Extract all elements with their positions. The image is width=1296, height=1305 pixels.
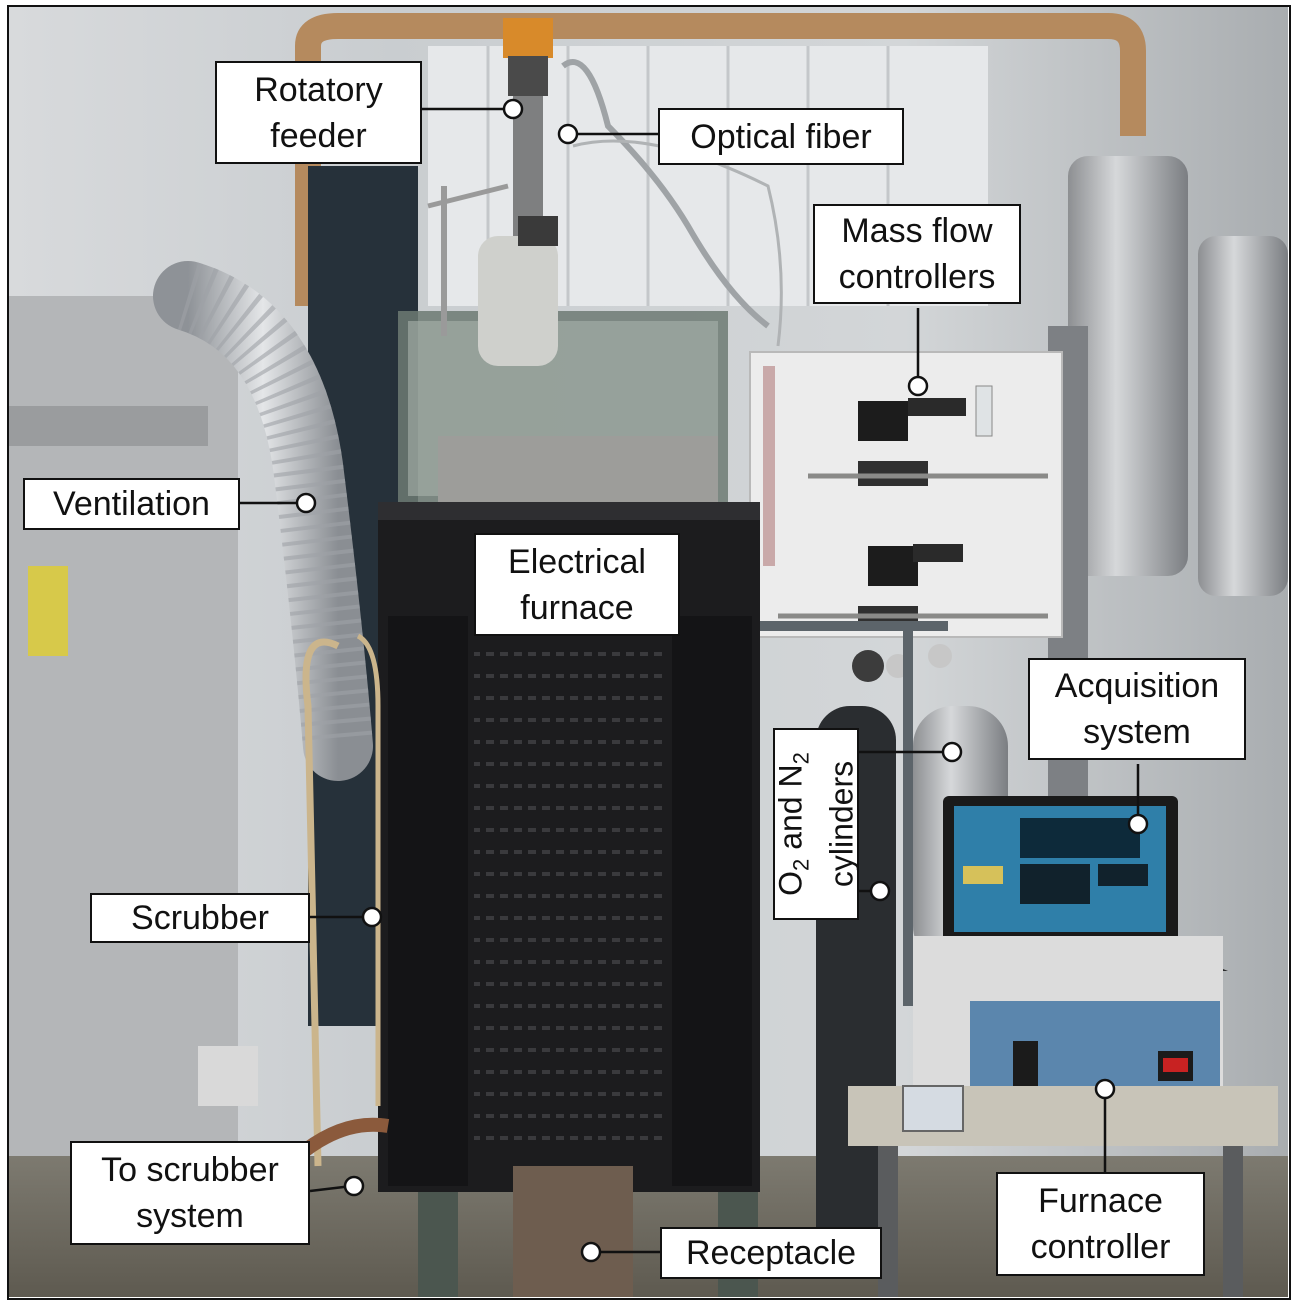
label-cylinders: O2 and N2 cylinders <box>770 728 861 920</box>
label-furnace-controller: Furnace controller <box>996 1172 1205 1276</box>
scrubber-tube <box>302 638 340 1167</box>
marker-rotatory-feeder <box>502 98 524 120</box>
label-optical-fiber-text: Optical fiber <box>690 117 872 156</box>
marker-to-scrubber <box>343 1175 365 1197</box>
right-vessel <box>1068 156 1188 576</box>
overhead-pipe <box>295 13 1146 306</box>
marker-acquisition <box>1127 813 1149 835</box>
label-furnace-controller-line1: Furnace <box>1038 1182 1163 1220</box>
mass-flow-panel <box>749 351 1063 638</box>
cyl-sub-2: 2 <box>788 752 814 765</box>
label-furnace-controller-line2: controller <box>1030 1228 1171 1266</box>
label-acquisition-line2: system <box>1083 713 1191 751</box>
marker-optical-fiber <box>557 123 579 145</box>
reactor-lid <box>438 436 718 506</box>
cyl-o: O <box>772 870 809 896</box>
label-scrubber-text: Scrubber <box>131 899 269 937</box>
receptacle-body <box>513 1166 633 1297</box>
marker-mass-flow <box>907 375 929 397</box>
optical-fiber-cable <box>561 59 770 329</box>
label-scrubber: Scrubber <box>90 893 310 943</box>
lab-setup-photo <box>8 6 1288 1297</box>
marker-ventilation <box>295 492 317 514</box>
cyl-and-n: and N <box>772 764 809 859</box>
marker-scrubber <box>361 906 383 928</box>
label-optical-fiber: Optical fiber <box>658 108 904 165</box>
label-rotatory-feeder: Rotatory feeder <box>215 61 422 164</box>
marker-receptacle <box>580 1241 602 1263</box>
label-receptacle-text: Receptacle <box>685 1234 857 1272</box>
label-electrical-furnace-line1: Electrical <box>508 542 646 581</box>
label-mass-flow-line1: Mass flow <box>841 212 993 250</box>
label-rotatory-feeder-line2: feeder <box>270 116 367 155</box>
label-electrical-furnace: Electrical furnace <box>474 533 680 636</box>
label-cylinders-text: O2 and N2 cylinders <box>770 752 861 896</box>
label-acquisition-line1: Acquisition <box>1054 667 1220 705</box>
label-mass-flow-controllers: Mass flow controllers <box>813 204 1021 304</box>
left-cabinet <box>8 296 238 1297</box>
cyl-sub-1: 2 <box>788 858 814 871</box>
label-electrical-furnace-line2: furnace <box>520 588 634 627</box>
label-ventilation: Ventilation <box>23 478 240 530</box>
marker-cylinder-light <box>941 741 963 763</box>
marker-furnace-controller <box>1094 1078 1116 1100</box>
label-acquisition-system: Acquisition system <box>1028 658 1246 760</box>
label-receptacle: Receptacle <box>660 1227 882 1279</box>
feeder-motor <box>503 18 553 58</box>
label-ventilation-text: Ventilation <box>53 485 210 523</box>
ventilation-hose <box>153 261 373 781</box>
label-mass-flow-line2: controllers <box>838 258 996 296</box>
label-to-scrubber-line2: system <box>136 1197 244 1235</box>
label-to-scrubber-system: To scrubber system <box>70 1141 310 1245</box>
marker-cylinder-dark <box>869 880 891 902</box>
cyl-line2: cylinders <box>823 760 860 888</box>
label-to-scrubber-line1: To scrubber <box>101 1151 279 1189</box>
label-rotatory-feeder-line1: Rotatory <box>254 70 383 109</box>
